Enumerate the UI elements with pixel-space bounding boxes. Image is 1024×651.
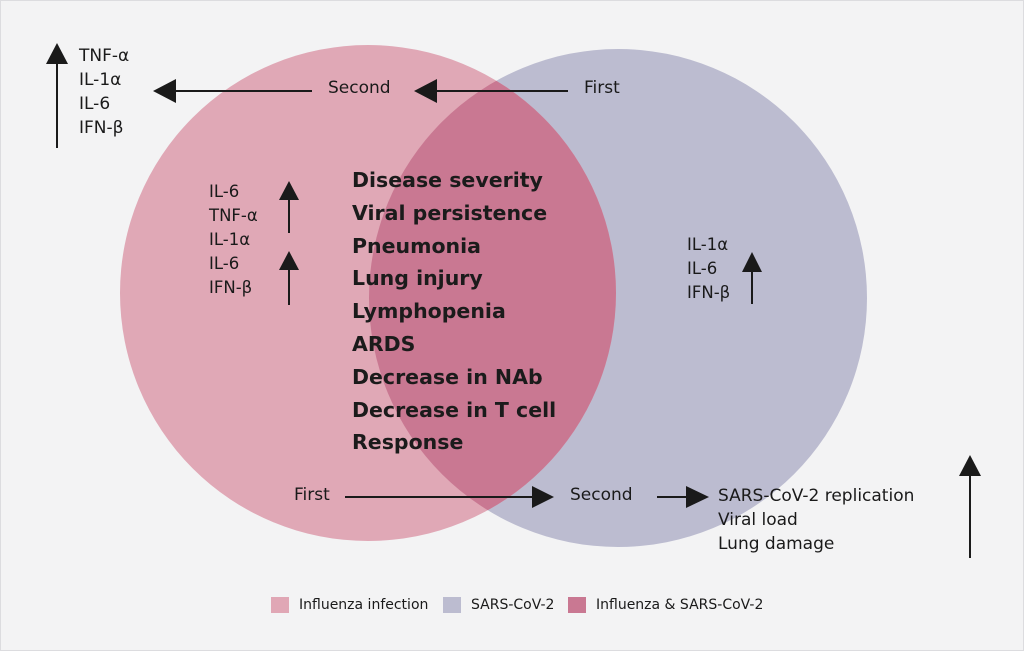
right-inner-cytokine-list: IL-1α IL-6 IFN-β: [687, 233, 730, 305]
left-inner-up-arrow-1: [279, 181, 299, 233]
overlap-region: [369, 49, 616, 541]
legend-swatch-overlap: [568, 597, 586, 613]
bottom-arrow-second-to-outcomes: [657, 486, 709, 508]
bottom-right-up-arrow: [959, 455, 981, 558]
legend-label: SARS-CoV-2: [471, 597, 555, 613]
left-inner-up-arrow-2: [279, 251, 299, 305]
list-item: Lung injury: [352, 266, 483, 291]
list-item: IFN-β: [687, 283, 731, 302]
top-left-cytokine-list: TNF-α IL-1α IL-6 IFN-β: [79, 44, 129, 140]
list-item: IL-1α: [79, 70, 122, 90]
list-item: Disease severity: [352, 168, 543, 192]
list-item: IL-6: [687, 259, 718, 278]
top-second-label: Second: [328, 78, 391, 98]
legend-overlap: Influenza & SARS-CoV-2: [568, 594, 763, 616]
list-item: TNF-α: [79, 46, 130, 66]
list-item: Viral persistence: [352, 200, 548, 225]
bottom-arrow-first-to-second: [345, 486, 554, 508]
list-item: Response: [352, 430, 464, 455]
top-left-up-arrow: [46, 43, 68, 148]
right-inner-up-arrow: [742, 252, 762, 304]
list-item: IL-1α: [687, 235, 729, 254]
list-item: TNF-α: [209, 206, 258, 225]
legend-label: Influenza & SARS-CoV-2: [596, 597, 764, 613]
list-item: Lung damage: [718, 534, 835, 554]
top-arrow-first-to-second: [414, 79, 568, 103]
list-item: IL-1α: [209, 230, 251, 249]
legend-swatch-sars-cov-2: [443, 597, 461, 613]
bottom-first-label: First: [294, 485, 330, 505]
legend-label: Influenza infection: [299, 597, 429, 613]
left-inner-cytokine-list: IL-6 TNF-α IL-1α IL-6 IFN-β: [209, 180, 258, 300]
list-item: IL-6: [209, 254, 240, 273]
list-item: Viral load: [718, 510, 798, 530]
bottom-right-outcome-list: SARS-CoV-2 replication Viral load Lung d…: [718, 484, 914, 556]
list-item: Decrease in T cell: [352, 397, 557, 422]
list-item: Decrease in NAb: [352, 364, 543, 389]
list-item: IL-6: [209, 182, 240, 201]
legend-swatch-influenza: [271, 597, 289, 613]
top-first-label: First: [584, 78, 620, 98]
bottom-second-label: Second: [570, 485, 633, 505]
list-item: IFN-β: [79, 118, 124, 138]
legend-sars-cov-2: SARS-CoV-2: [443, 594, 554, 616]
list-item: Pneumonia: [352, 233, 482, 258]
list-item: IL-6: [79, 94, 111, 114]
legend-influenza: Influenza infection: [271, 594, 428, 616]
top-arrow-second-to-left: [153, 79, 312, 103]
list-item: Lymphopenia: [352, 299, 506, 324]
list-item: ARDS: [352, 331, 416, 356]
list-item: IFN-β: [209, 278, 253, 297]
list-item: SARS-CoV-2 replication: [718, 486, 915, 506]
overlap-outcomes-list: Disease severity Viral persistence Pneum…: [352, 164, 556, 459]
